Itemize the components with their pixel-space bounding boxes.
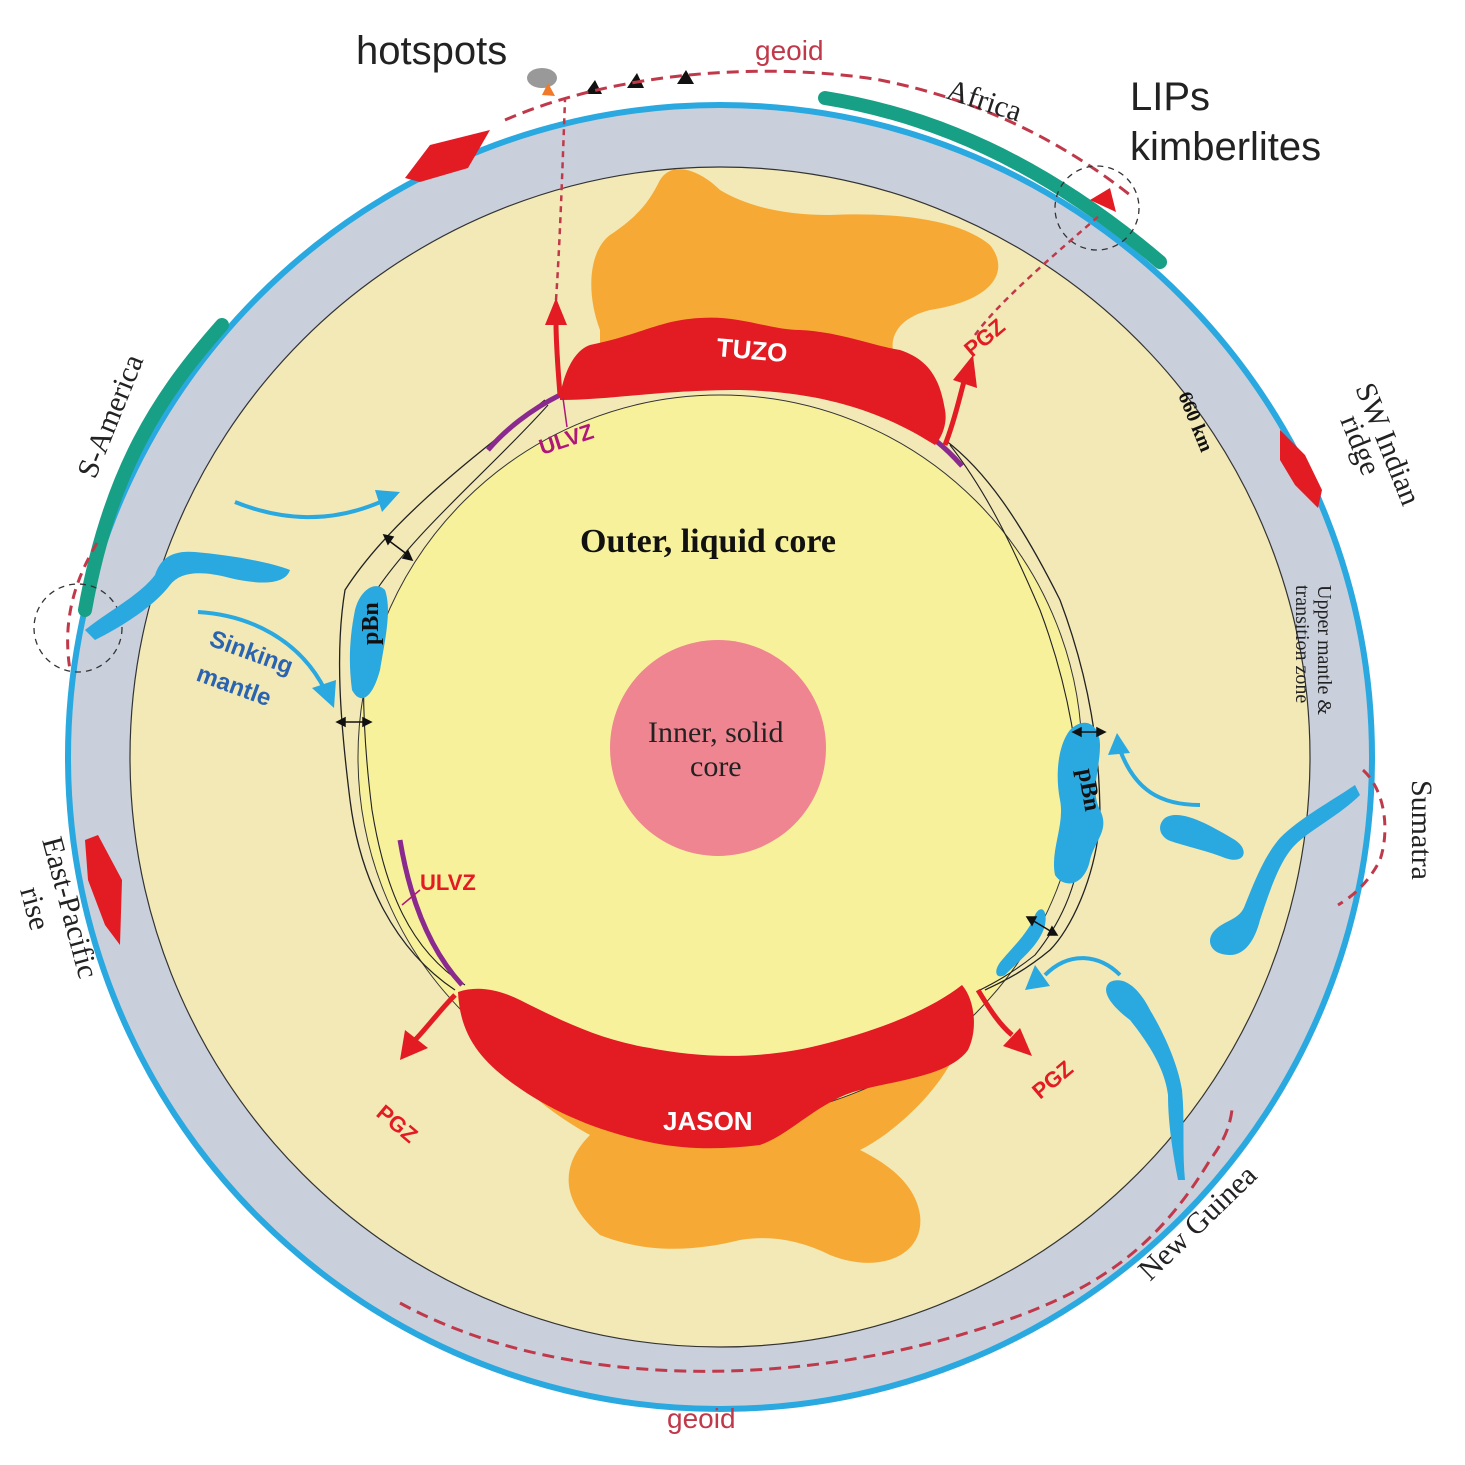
- geoid-right-dashed: [1337, 768, 1387, 907]
- geoid-top-label: geoid: [755, 35, 824, 66]
- lips-circle: [1054, 165, 1140, 251]
- ulvz-bottom-label: ULVZ: [420, 870, 476, 895]
- sinking-arrow-left-lower: [197, 610, 336, 708]
- pgz-arrow-top-right: [942, 355, 977, 446]
- upper-mantle-label-line1: Upper mantle &: [1313, 585, 1335, 715]
- sinking-arrow-right-upper: [1108, 733, 1201, 807]
- ulvz-bottom-layer: [397, 839, 464, 987]
- thickness-arrow-left-lower: [335, 716, 373, 728]
- thickness-arrow-left-upper: [382, 533, 414, 562]
- s-america-continent: [78, 318, 229, 617]
- plume-path-hotspot: [554, 99, 567, 301]
- pgz-arrow-bottom-right: [975, 988, 1032, 1056]
- cmb-boundary-line-right: [944, 439, 1101, 991]
- ulvz-bottom-leader: [401, 889, 421, 906]
- slab-left-upper: [85, 551, 290, 640]
- geoid-bottom-label: geoid: [667, 1403, 736, 1434]
- earth-surface-line: [65, 102, 1375, 1412]
- subduction-triangle-2: [627, 73, 644, 88]
- jason-label: JASON: [663, 1106, 753, 1136]
- east-pacific-rise: [85, 835, 122, 945]
- hotspots-label: hotspots: [356, 29, 507, 73]
- thickness-arrow-right-upper: [1071, 726, 1107, 738]
- sinking-arrow-right-lower: [1025, 956, 1122, 990]
- outer-core-label: Outer, liquid core: [580, 523, 836, 560]
- tuzo-llsvp: [560, 317, 946, 445]
- pbn-slab-right-2: [996, 909, 1046, 977]
- pgz-arrow-top-left: [545, 298, 567, 396]
- ulvz-top-right-layer: [933, 438, 964, 468]
- hotspot-volcano: [542, 83, 555, 96]
- tuzo-label: TUZO: [715, 332, 788, 368]
- lip-kimberlite-marker: [1090, 188, 1116, 212]
- plume-path-lip: [973, 214, 1101, 336]
- subduction-triangle-3: [677, 70, 694, 84]
- lips-label: LIPs: [1130, 75, 1210, 119]
- sinking-arrow-left-upper: [234, 490, 400, 520]
- kimberlites-label: kimberlites: [1130, 125, 1321, 169]
- africa-continent: [818, 91, 1167, 269]
- inner-core-label-line2: core: [690, 750, 742, 783]
- subduction-circle-left: [33, 583, 123, 673]
- ridge-top-left: [405, 130, 490, 182]
- sw-indian-ridge: [1280, 430, 1322, 508]
- inner-core: [610, 640, 826, 856]
- africa-label: Africa: [943, 73, 1026, 128]
- slab-sumatra: [1210, 785, 1360, 955]
- geoid-top-dashed: [504, 69, 1131, 197]
- upper-mantle-label-line2: transition zone: [1291, 585, 1313, 703]
- jason-llsvp: [458, 985, 974, 1149]
- pgz-arrow-bottom-left: [400, 993, 457, 1060]
- pbn-slab-left: [349, 586, 388, 699]
- hotspot-volcano-cloud: [527, 68, 557, 88]
- pbn-left-label: pBn: [358, 602, 384, 645]
- slab-sumatra-blob: [1160, 815, 1244, 860]
- cmb-boundary-line-left: [338, 399, 546, 991]
- slab-new-guinea: [1106, 980, 1185, 1180]
- pbn-slab-right-1: [1053, 722, 1104, 884]
- sumatra-label: Sumatra: [1405, 780, 1438, 880]
- ulvz-top-layer: [486, 392, 562, 452]
- thickness-arrow-right-lower: [1025, 916, 1059, 936]
- ulvz-top-leader: [562, 397, 568, 428]
- inner-core-label-line1: Inner, solid: [648, 716, 783, 749]
